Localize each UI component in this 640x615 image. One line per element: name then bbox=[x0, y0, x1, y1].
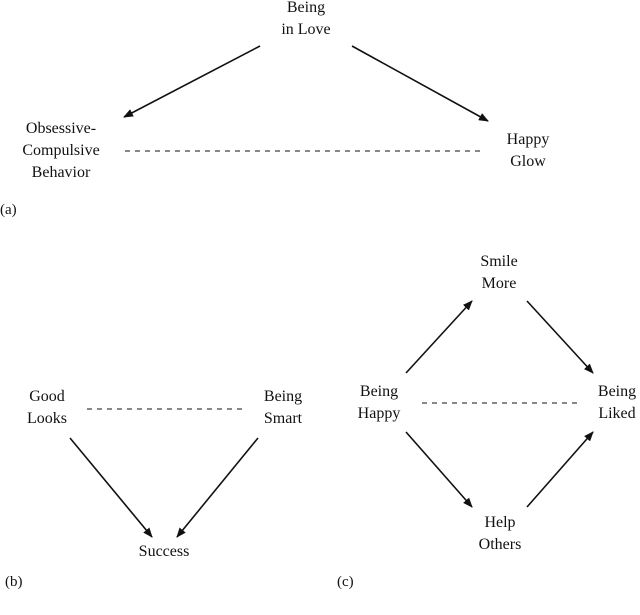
edge-love-to-ocd bbox=[123, 45, 261, 118]
edge-looks-to-success bbox=[69, 437, 153, 538]
panel-c-caption: (c) bbox=[337, 574, 354, 590]
edge-love-to-glow bbox=[351, 45, 489, 122]
node-help-others: Help Others bbox=[478, 514, 522, 553]
node-happy-glow: Happy Glow bbox=[506, 131, 550, 170]
node-obsessive-compulsive-behavior: Obsessive- Compulsive Behavior bbox=[22, 120, 100, 181]
edge-smile-to-liked bbox=[526, 300, 594, 374]
node-success: Success bbox=[138, 543, 190, 560]
node-being-smart: Being Smart bbox=[263, 388, 303, 427]
edge-smart-to-success bbox=[176, 437, 259, 538]
edge-help-to-liked bbox=[526, 431, 594, 508]
edge-happy-to-help bbox=[405, 431, 473, 508]
node-being-liked: Being Liked bbox=[597, 383, 637, 422]
node-being-happy: Being Happy bbox=[357, 383, 401, 422]
node-smile-more: Smile More bbox=[480, 253, 518, 292]
panel-a-caption: (a) bbox=[0, 202, 17, 218]
node-being-in-love: Being in Love bbox=[281, 0, 331, 38]
panel-b-caption: (b) bbox=[5, 574, 23, 590]
node-good-looks: Good Looks bbox=[27, 388, 67, 427]
edge-happy-to-smile bbox=[405, 300, 473, 374]
